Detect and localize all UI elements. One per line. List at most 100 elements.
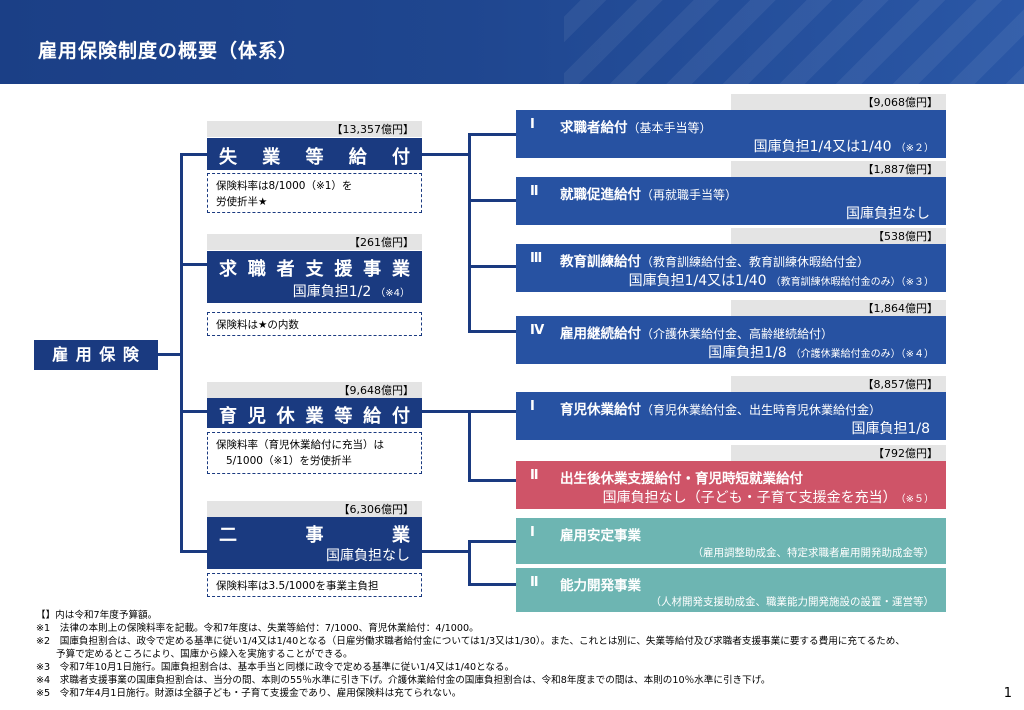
roman-numeral: Ⅰ xyxy=(530,525,535,540)
shitsugyo-kyufu-box: 失 業 等 給 付 xyxy=(207,138,422,170)
title-char: 育 xyxy=(219,406,237,427)
premium-note-box: 保険料率は3.5/1000を事業主負担 xyxy=(207,573,422,597)
connector-line xyxy=(180,410,208,413)
title-char: 業 xyxy=(391,259,410,280)
title-char: 等 xyxy=(334,406,353,427)
title-char: 付 xyxy=(391,406,410,427)
connector-line xyxy=(468,265,516,268)
benefit-name: 育児休業給付（育児休業給付金、出生時育児休業給付金） xyxy=(560,398,881,418)
budget-tag: 【1,864億円】 xyxy=(731,300,946,316)
subsidy-text: 国庫負担なし xyxy=(326,548,410,564)
connector-line xyxy=(468,540,471,585)
benefit-detail: （人材開発支援助成金、職業能力開発施設の設置・運営等） xyxy=(650,596,935,608)
subsidy-line: 国庫負担なし（子ども・子育て支援金を充当）（※５） xyxy=(603,487,934,507)
subsidy-text: 国庫負担1/8 xyxy=(708,345,787,361)
budget-tag: 【9,648億円】 xyxy=(207,382,422,398)
note-line: 保険料率は8/1000（※1）を xyxy=(216,180,353,192)
connector-line xyxy=(468,330,516,333)
budget-tag: 【6,306億円】 xyxy=(207,501,422,517)
benefit-title: 求職者給付 xyxy=(560,120,628,136)
footnote: ※4 求職者支援事業の国庫負担割合は、当分の間、本則の55％水準に引き下げ。介護… xyxy=(36,675,771,686)
benefit-detail: （教育訓練給付金、教育訓練休暇給付金） xyxy=(641,255,870,269)
footnote: ※5 令和7年4月1日施行。財源は全額子ども・子育て支援金であり、雇用保険料は充… xyxy=(36,688,462,699)
subsidy-text: 国庫負担なし（子ども・子育て支援金を充当） xyxy=(602,490,897,506)
title-char: 等 xyxy=(305,147,324,168)
benefit-name: 就職促進給付（再就職手当等） xyxy=(560,183,737,203)
note-line: 保険料率は3.5/1000を事業主負担 xyxy=(216,580,379,592)
budget-tag: 【9,068億円】 xyxy=(731,94,946,110)
subsidy-footnote-ref: （介護休業給付金のみ）（※４） xyxy=(790,349,934,360)
title-char: 付 xyxy=(392,147,410,168)
roman-numeral: Ⅱ xyxy=(530,184,539,199)
title-char: 業 xyxy=(262,147,281,168)
benefit-name: 能力開発事業 xyxy=(560,574,641,594)
title-char: 支 xyxy=(305,259,324,280)
subsidy-footnote-ref: （※4） xyxy=(375,288,410,299)
subsidy-line: 国庫負担1/8 xyxy=(851,418,934,438)
budget-tag: 【8,857億円】 xyxy=(731,376,946,392)
kyushokusha-shien-box: 求 職 者 支 援 事 業 国庫負担1/2（※4） xyxy=(207,251,422,303)
connector-line xyxy=(180,153,183,553)
connector-line xyxy=(468,540,516,543)
footnote: 予算で定めるところにより、国庫から繰入を実施することができる。 xyxy=(56,649,353,660)
subsidy-footnote-ref: （教育訓練休暇給付金のみ）（※３） xyxy=(770,277,934,288)
benefit-title: 出生後休業支援給付・育児時短就業給付 xyxy=(560,471,803,487)
subsidy-footnote-ref: （※５） xyxy=(900,494,934,505)
subsidy-footnote-ref: （※２） xyxy=(895,143,934,154)
title-char: 事 xyxy=(305,525,324,546)
title-char: 給 xyxy=(363,406,382,427)
koyo-antei-jigyo-box: Ⅰ 雇用安定事業 （雇用調整助成金、特定求職者雇用開発助成金等） xyxy=(516,518,946,564)
title-char: 休 xyxy=(276,406,295,427)
title-char: 児 xyxy=(247,406,266,427)
budget-tag: 【1,887億円】 xyxy=(731,161,946,177)
ikuji-kyugyo-kyufu-box: 育 児 休 業 等 給 付 xyxy=(207,398,422,428)
subsidy-line: 国庫負担1/4又は1/40（教育訓練休暇給付金のみ）（※３） xyxy=(629,270,934,290)
footnote: ※3 令和7年10月1日施行。国庫負担割合は、基本手当と同様に政令で定める基準に… xyxy=(36,662,515,673)
budget-tag: 【538億円】 xyxy=(731,228,946,244)
benefit-detail: （育児休業給付金、出生時育児休業給付金） xyxy=(641,403,882,417)
connector-line xyxy=(468,479,516,482)
noryoku-kaihatsu-jigyo-box: Ⅱ 能力開発事業 （人材開発支援助成金、職業能力開発施設の設置・運営等） xyxy=(516,568,946,612)
kyoiku-kunren-kyufu-box: Ⅲ 教育訓練給付（教育訓練給付金、教育訓練休暇給付金） 国庫負担1/4又は1/4… xyxy=(516,244,946,292)
benefit-title: 就職促進給付 xyxy=(560,187,641,203)
connector-line xyxy=(468,133,471,333)
benefit-title: 育児休業給付 xyxy=(560,402,641,418)
connector-line xyxy=(422,550,470,553)
title-char: 者 xyxy=(276,259,295,280)
benefit-name: 雇用安定事業 xyxy=(560,524,641,544)
subsidy-line: 国庫負担1/8（介護休業給付金のみ）（※４） xyxy=(708,342,934,362)
budget-tag: 【792億円】 xyxy=(731,445,946,461)
benefit-detail: （再就職手当等） xyxy=(641,188,738,202)
title-char: 業 xyxy=(392,525,410,546)
connector-line xyxy=(180,263,208,266)
ikuji-kyugyo-kyufu-detail-box: Ⅰ 育児休業給付（育児休業給付金、出生時育児休業給付金） 国庫負担1/8 xyxy=(516,392,946,440)
koyo-keizoku-kyufu-box: Ⅳ 雇用継続給付（介護休業給付金、高齢継続給付） 国庫負担1/8（介護休業給付金… xyxy=(516,316,946,364)
roman-numeral: Ⅰ xyxy=(530,117,535,132)
footnote: ※2 国庫負担割合は、政令で定める基準に従い1/4又は1/40となる（日雇労働求… xyxy=(36,636,905,647)
note-line: 5/1000（※1）を労使折半 xyxy=(226,455,352,467)
roman-numeral: Ⅱ xyxy=(530,575,539,590)
header-decoration xyxy=(564,0,1024,84)
benefit-name: 教育訓練給付（教育訓練給付金、教育訓練休暇給付金） xyxy=(560,250,869,270)
budget-tag: 【261億円】 xyxy=(207,234,422,250)
connector-line xyxy=(422,410,470,413)
benefit-detail: （介護休業給付金、高齢継続給付） xyxy=(641,327,834,341)
footnote: 【】内は令和7年度予算額。 xyxy=(36,610,158,621)
subsidy-text: 国庫負担なし xyxy=(846,206,930,222)
note-line: 保険料率（育児休業給付に充当）は xyxy=(216,439,384,451)
page-title: 雇用保険制度の概要（体系） xyxy=(38,40,299,62)
note-line: 労使折半★ xyxy=(216,196,268,208)
root-node-koyo-hoken: 雇 用 保 険 xyxy=(34,340,158,370)
premium-note-box: 保険料は★の内数 xyxy=(207,312,422,336)
page-number: 1 xyxy=(1003,686,1012,701)
premium-note-box: 保険料率は8/1000（※1）を 労使折半★ xyxy=(207,173,422,213)
roman-numeral: Ⅳ xyxy=(530,323,545,338)
subsidy-text: 国庫負担1/4又は1/40 xyxy=(628,273,767,289)
title-char: 失 xyxy=(219,147,237,168)
ni-jigyo-box: 二 事 業 国庫負担なし xyxy=(207,517,422,569)
subsidy-line: 国庫負担1/4又は1/40（※２） xyxy=(754,136,934,156)
connector-line xyxy=(468,133,516,136)
footnote: ※1 法律の本則上の保険料率を記載。令和7年度は、失業等給付：7/1000、育児… xyxy=(36,623,479,634)
connector-line xyxy=(468,199,516,202)
title-char: 求 xyxy=(219,259,237,280)
